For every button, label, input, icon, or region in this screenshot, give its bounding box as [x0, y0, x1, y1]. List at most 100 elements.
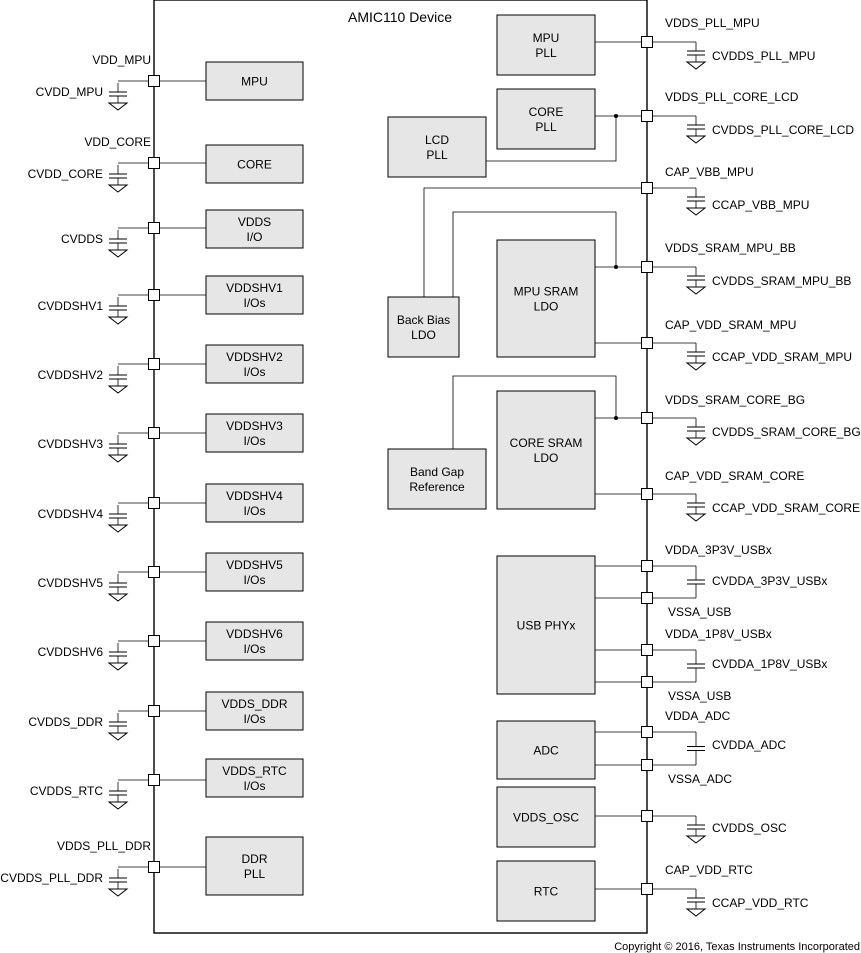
ground-icon: [685, 286, 707, 295]
block-rtc-label: RTC: [534, 885, 559, 899]
block-hv5-label: I/Os: [243, 573, 265, 587]
pin-supply: [641, 726, 653, 738]
cap-label: CVDD_MPU: [36, 85, 103, 99]
block-lcd-pll-label: PLL: [426, 148, 448, 162]
pin-cap-vdd-rtc: [641, 883, 653, 895]
block-vddsio-box: [205, 209, 304, 249]
net-label: VDDS_SRAM_CORE_BG: [665, 393, 805, 407]
block-hv3-box: [205, 413, 304, 453]
ground-icon: [107, 454, 129, 463]
pin-core: [148, 157, 160, 169]
pin-ddr: [148, 705, 160, 717]
supply-label: VDD_MPU: [92, 53, 151, 67]
device-title: AMIC110 Device: [348, 9, 452, 25]
block-hv4-label: VDDSHV4: [226, 489, 283, 503]
pin-mpu: [148, 75, 160, 87]
block-usb-phy-label: USB PHYx: [517, 619, 576, 633]
ground-icon: [107, 801, 129, 810]
block-ddr-box: [205, 691, 304, 731]
block-hv6-label: I/Os: [243, 642, 265, 656]
capacitor-icon: [107, 366, 129, 394]
ground-label: VSSA_USB: [668, 605, 731, 619]
junction-dot: [614, 265, 618, 269]
pin-hv2: [148, 358, 160, 370]
block-ddrpll-label: DDR: [242, 852, 268, 866]
ground-label: VSSA_ADC: [668, 772, 732, 786]
pin-vdds-pll-core-lcd: [641, 110, 653, 122]
cap-label: CVDDSHV5: [38, 576, 104, 590]
block-core-sram-label: LDO: [534, 451, 559, 465]
pin-hv6: [148, 635, 160, 647]
capacitor-icon: [685, 267, 707, 295]
block-mpu-sram-box: [496, 239, 596, 358]
block-hv2-label: VDDSHV2: [226, 350, 283, 364]
ground-icon: [107, 888, 129, 897]
ground-icon: [685, 362, 707, 371]
cap-label: CCAP_VBB_MPU: [712, 198, 809, 212]
supply-label: VDDS_PLL_DDR: [57, 839, 151, 853]
capacitor-icon: [687, 566, 705, 598]
ground-icon: [107, 249, 129, 258]
pin-supply: [641, 644, 653, 656]
ground-icon: [685, 437, 707, 446]
block-hv1-label: VDDSHV1: [226, 281, 283, 295]
pin-vddsio: [148, 222, 160, 234]
cap-label: CVDDS_PLL_MPU: [712, 49, 815, 63]
capacitor-icon: [687, 650, 705, 682]
block-band-gap-box: [387, 448, 487, 510]
net-label: CAP_VDD_SRAM_CORE: [665, 469, 804, 483]
block-mpu-sram-label: LDO: [534, 300, 559, 314]
ground-icon: [685, 908, 707, 917]
capacitor-icon: [685, 816, 707, 844]
block-core: CORE: [205, 144, 304, 184]
block-rtc-box: [205, 758, 304, 798]
capacitor-icon: [685, 42, 707, 70]
pin-ground: [641, 676, 653, 688]
block-hv5-box: [205, 552, 304, 592]
pin-osc: [641, 810, 653, 822]
block-mpu-label: MPU: [241, 75, 268, 89]
block-core-pll-label: CORE: [529, 105, 564, 119]
cap-label: CVDDSHV3: [38, 437, 104, 451]
block-adc: ADC: [496, 720, 596, 780]
net-label: CAP_VDD_RTC: [665, 863, 753, 877]
ground-icon: [107, 316, 129, 325]
block-vddsio-label: I/O: [246, 230, 262, 244]
block-core-box: [205, 144, 304, 184]
capacitor-icon: [685, 889, 707, 917]
cap-label: CVDDS_OSC: [712, 821, 787, 835]
cap-label: CVDD_CORE: [28, 167, 103, 181]
capacitor-icon: [107, 643, 129, 671]
block-hv2-label: I/Os: [243, 365, 265, 379]
block-vddsio-label: VDDS: [238, 215, 271, 229]
ground-icon: [107, 184, 129, 193]
block-hv5-label: VDDSHV5: [226, 558, 283, 572]
block-mpu-box: [205, 61, 304, 101]
block-core-label: CORE: [237, 158, 272, 172]
block-mpu-pll-box: [496, 14, 596, 76]
capacitor-icon: [685, 188, 707, 216]
net-label: VDDS_SRAM_MPU_BB: [665, 241, 796, 255]
ground-icon: [107, 593, 129, 602]
block-ddrpll-box: [205, 836, 304, 896]
pin-vdds-pll-mpu: [641, 36, 653, 48]
